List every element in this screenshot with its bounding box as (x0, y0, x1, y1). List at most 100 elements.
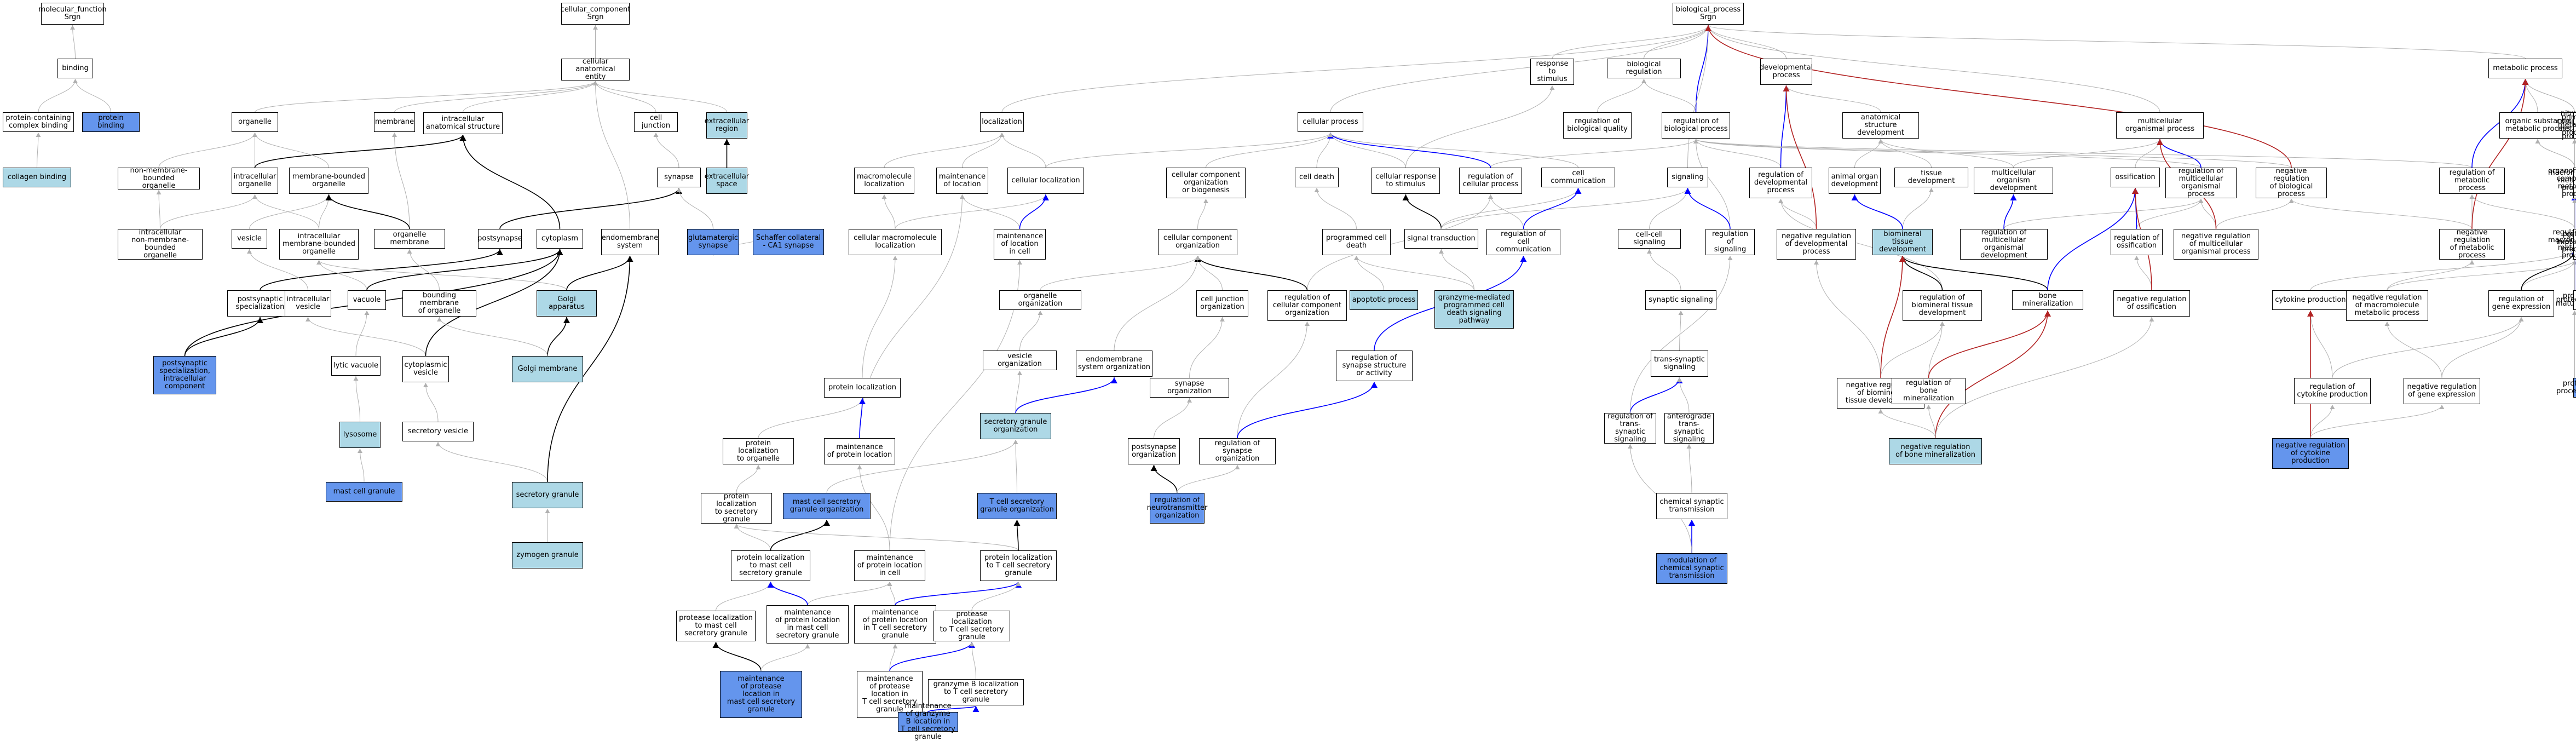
edge-part-of (1899, 255, 2048, 291)
go-term-node: primary metabolic process (2558, 112, 2576, 139)
edge-is-a (1647, 249, 1681, 291)
go-term-node: intracellular membrane-bounded organelle (279, 229, 359, 260)
go-term-node: mast cell secretory granule organization (783, 493, 871, 519)
go-term-node: synapse organization (1150, 378, 1229, 398)
go-term-node: synaptic signaling (1645, 290, 1716, 310)
go-term-node: modulation of chemical synaptic transmis… (1656, 553, 1727, 584)
go-term-node: binding (57, 59, 93, 78)
edge-is-a (1013, 439, 1018, 493)
edge-negatively-regulates (1880, 255, 1906, 378)
edge-is-a (2289, 198, 2473, 229)
edge-is-a (1641, 78, 1696, 113)
go-term-node: maintenance of protease location in mast… (720, 671, 802, 718)
go-term-node: regulation of trans-synaptic signaling (1604, 413, 1656, 444)
go-term-node: cellular response to stimulus (1371, 168, 1440, 194)
edge-is-a (1678, 310, 1684, 351)
go-term-node: cellular process (1298, 112, 1363, 132)
edge-is-a (1488, 194, 1524, 229)
edge-is-a (895, 194, 1048, 229)
go-term-node: protein-containing complex binding (3, 112, 74, 132)
edge-regulates (1684, 187, 1731, 229)
edge-is-a (1935, 317, 2154, 439)
edge-regulates (2003, 194, 2017, 229)
go-term-node: negative regulation of macromolecule met… (2346, 290, 2428, 321)
go-term-node: negative regulation of bone mineralizati… (1889, 438, 1982, 464)
go-term-node: protein binding (82, 112, 140, 132)
edge-is-a (2441, 317, 2524, 378)
edge-regulates (1629, 377, 1683, 413)
go-term-node: bounding membrane of organelle (402, 290, 476, 317)
go-term-node: postsynapse organization (1128, 438, 1180, 464)
go-term-node: membrane-bounded organelle (289, 168, 368, 194)
edge-is-a (889, 260, 1022, 551)
go-term-node: regulation of cellular component organiz… (1267, 290, 1347, 321)
go-term-node: cellular localization (1007, 168, 1084, 194)
go-term-node: regulation of cellular process (1459, 168, 1522, 194)
edge-is-a (1880, 321, 1945, 378)
edge-is-a (2387, 260, 2576, 291)
go-term-node: regulation of biomineral tissue developm… (1903, 290, 1982, 321)
go-term-node: proteolysis (2556, 290, 2576, 310)
go-term-node: maintenance of protein location in cell (854, 550, 925, 581)
edge-is-a (1693, 139, 2202, 168)
edge-part-of (770, 519, 830, 551)
go-term-node: regulation of neurotransmitter organizat… (1147, 493, 1207, 524)
edge-regulates (927, 705, 979, 713)
edge-part-of (184, 317, 263, 357)
edge-is-a (1206, 132, 1333, 168)
edge-is-a (1630, 255, 1733, 413)
edge-is-a (884, 132, 1005, 168)
go-term-node: tissue development (1894, 168, 1968, 187)
edge-is-a (1114, 255, 1200, 351)
edge-is-a (2535, 139, 2575, 168)
go-term-node: protein processing (2556, 378, 2576, 398)
go-term-node: developmental process (1760, 59, 1813, 85)
edge-is-a (2469, 194, 2575, 229)
edge-is-a (160, 194, 257, 229)
go-term-node: protein localization to secretory granul… (701, 493, 772, 524)
edge-is-a (1354, 255, 1474, 291)
edge-is-a (2216, 198, 2294, 229)
go-term-node: Schaffer collateral - CA1 synapse (753, 229, 824, 255)
go-term-node: maintenance of granzyme B location in T … (898, 703, 958, 741)
edge-is-a (1878, 409, 1936, 439)
edge-is-a (1040, 255, 1200, 291)
go-term-node: trans-synaptic signaling (1651, 351, 1708, 377)
edge-regulates (1019, 194, 1049, 229)
go-term-node: cell communication (1541, 168, 1615, 187)
edge-is-a (2310, 404, 2335, 439)
edge-is-a (1019, 310, 1043, 351)
go-term-node: granzyme-mediated programmed cell death … (1434, 290, 1514, 329)
go-term-node: protease localization to mast cell secre… (676, 611, 756, 641)
go-term-node: organelle (232, 112, 278, 132)
go-term-node: cellular_component Srgn (561, 3, 630, 25)
edge-is-a (38, 78, 78, 113)
go-term-node: extracellular region (705, 112, 749, 139)
go-term-node: collagen binding (3, 168, 71, 187)
edge-is-a (1354, 255, 1384, 291)
edge-is-a (887, 581, 896, 606)
go-term-node: T cell secretory granule organization (977, 493, 1057, 519)
go-term-node: organic substance metabolic process (2499, 112, 2576, 139)
go-term-node: vesicle organization (983, 351, 1057, 370)
go-term-node: synapse (657, 168, 701, 187)
edge-is-a (1441, 187, 1581, 229)
go-term-node: biomineral tissue development (1872, 229, 1933, 255)
edge-is-a (1177, 464, 1240, 493)
go-term-node: negative regulation of ossification (2113, 290, 2190, 317)
go-term-node: membrane (374, 112, 415, 132)
edge-is-a (1693, 139, 1781, 168)
go-term-node: macromolecule localization (854, 168, 914, 194)
go-term-node: organelle membrane (374, 229, 445, 249)
go-term-node: negative regulation of developmental pro… (1777, 229, 1856, 260)
go-term-node: regulation of bone mineralization (1892, 378, 1966, 404)
go-term-node: secretory granule (512, 482, 583, 508)
edge-part-of (2521, 249, 2576, 291)
go-term-node: regulation of cytokine production (2294, 378, 2371, 404)
edge-regulates (1780, 85, 1790, 168)
edge-part-of (547, 255, 633, 482)
go-term-node: glutamatergic synapse (687, 229, 739, 255)
edge-is-a (1189, 317, 1225, 378)
go-term-node: regulation of cell communication (1486, 229, 1560, 255)
